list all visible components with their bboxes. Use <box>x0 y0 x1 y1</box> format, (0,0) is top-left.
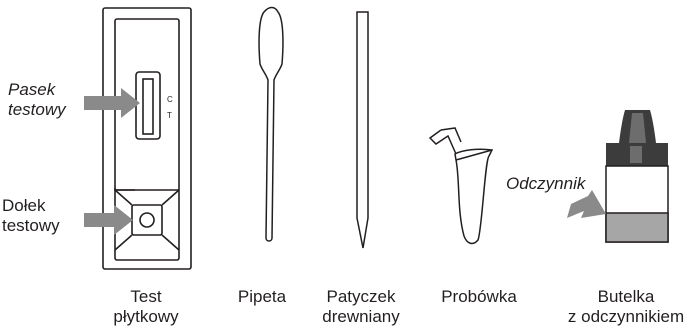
bottle-caption: Butelka z odczynnikiem <box>562 287 690 327</box>
wooden-stick <box>357 12 368 248</box>
cassette-caption: Test płytkowy <box>104 287 188 327</box>
strip-arrow-icon <box>84 88 140 118</box>
well-label: Dołek testowy <box>2 196 84 236</box>
reagent-bottle <box>606 110 668 242</box>
tube-caption: Probówka <box>430 287 528 307</box>
test-line-mark: T <box>167 111 172 120</box>
pipette-caption: Pipeta <box>227 287 297 307</box>
sample-tube <box>430 128 492 243</box>
reagent-label: Odczynnik <box>506 174 585 194</box>
pipette <box>259 8 283 242</box>
stick-caption: Patyczek drewniany <box>316 287 406 327</box>
control-line-mark: C <box>167 95 173 104</box>
well-arrow-icon <box>84 205 133 235</box>
strip-label: Pasek testowy <box>8 80 78 120</box>
reagent-arrow-icon <box>567 190 606 218</box>
